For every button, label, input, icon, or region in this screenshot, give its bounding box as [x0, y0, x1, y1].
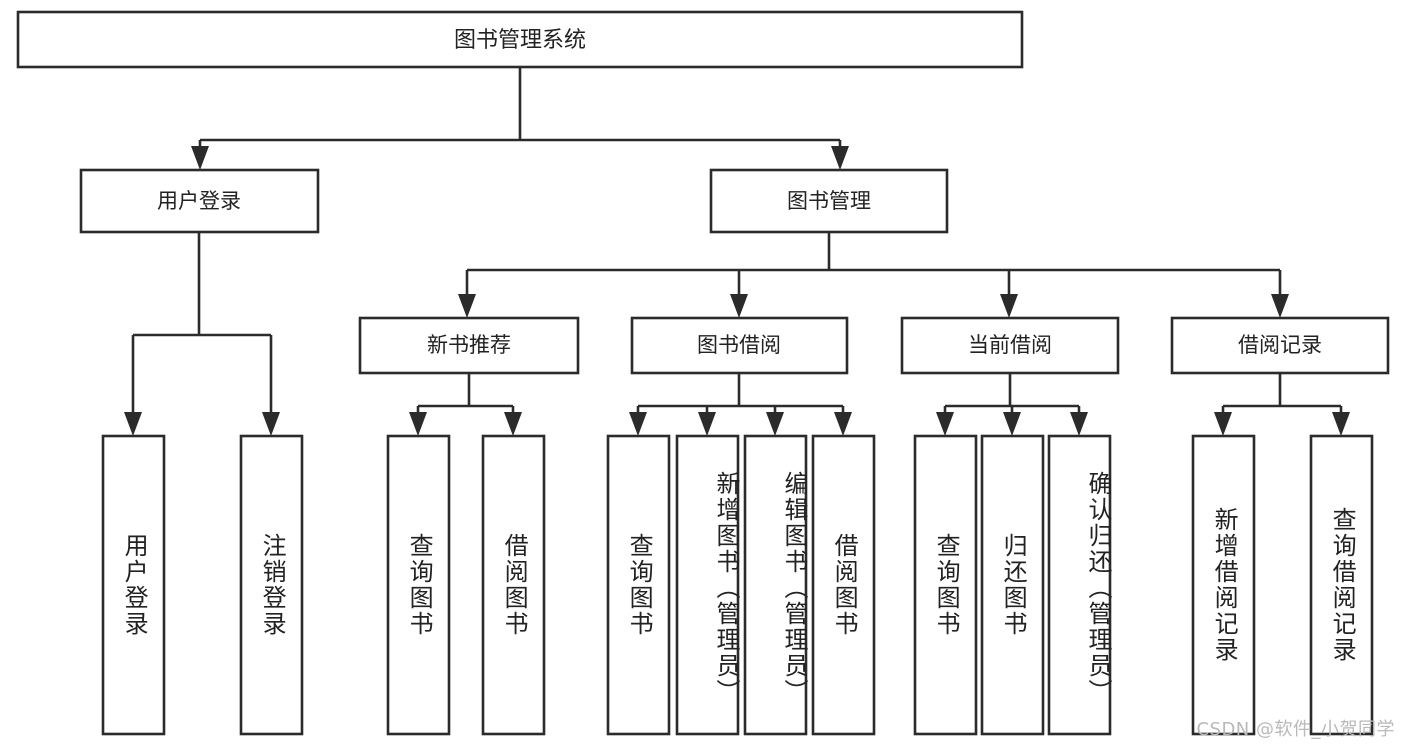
arrow-head-icon: [504, 412, 522, 436]
arrow-head-icon: [1003, 412, 1021, 436]
arrow-head-icon: [262, 412, 280, 436]
leaf-box-query-book-1[interactable]: [386, 434, 451, 736]
arrow-head-icon: [629, 412, 647, 436]
connector-user-login-to-leaves: [124, 232, 280, 436]
leaf-box-add-book-admin[interactable]: [675, 434, 740, 736]
node-root-label: 图书管理系统: [454, 28, 586, 53]
connector-book-borrow-to-leaves: [629, 373, 852, 436]
node-root[interactable]: 图书管理系统: [16, 10, 1024, 69]
node-current-borrow-label: 当前借阅: [968, 333, 1052, 357]
connector-current-borrow-to-leaves: [936, 373, 1088, 436]
leaf-box-borrow-book-1[interactable]: [481, 434, 546, 736]
leaf-box-user-login[interactable]: [101, 434, 166, 736]
arrow-head-icon: [1214, 412, 1232, 436]
node-book-borrow-label: 图书借阅: [697, 333, 781, 357]
connector-root-to-level2: [191, 67, 849, 170]
arrow-head-icon: [730, 294, 748, 318]
leaf-box-edit-book-admin[interactable]: [743, 434, 808, 736]
leaf-box-confirm-return-admin[interactable]: [1047, 434, 1112, 736]
arrow-head-icon: [458, 294, 476, 318]
arrow-head-icon: [1332, 412, 1350, 436]
node-borrow-record-label: 借阅记录: [1238, 333, 1322, 357]
node-book-management[interactable]: 图书管理: [709, 168, 949, 234]
arrow-head-icon: [191, 146, 209, 170]
leaf-box-borrow-book-2[interactable]: [811, 434, 876, 736]
leaf-box-logout[interactable]: [239, 434, 304, 736]
arrow-head-icon: [1070, 412, 1088, 436]
leaf-box-query-borrow-record[interactable]: [1309, 434, 1374, 736]
node-user-login-label: 用户登录: [157, 189, 241, 213]
node-new-book-recommend-label: 新书推荐: [427, 333, 511, 357]
leaf-box-query-book-3[interactable]: [913, 434, 978, 736]
arrow-head-icon: [766, 412, 784, 436]
connector-borrow-record-to-leaves: [1214, 373, 1350, 436]
leaf-box-add-borrow-record[interactable]: [1191, 434, 1256, 736]
node-user-login[interactable]: 用户登录: [79, 168, 320, 234]
csdn-watermark: CSDN @软件_小贺同学: [1196, 719, 1395, 740]
node-new-book-recommend-box[interactable]: [358, 316, 580, 375]
arrow-head-icon: [698, 412, 716, 436]
node-current-borrow-box[interactable]: [900, 316, 1120, 375]
arrow-head-icon: [834, 412, 852, 436]
arrow-head-icon: [936, 412, 954, 436]
node-current-borrow[interactable]: 当前借阅: [900, 316, 1120, 375]
arrow-head-icon: [831, 146, 849, 170]
node-book-borrow[interactable]: 图书借阅: [630, 316, 849, 375]
arrow-head-icon: [409, 412, 427, 436]
leaf-box-return-book[interactable]: [980, 434, 1045, 736]
node-root-box[interactable]: [16, 10, 1024, 69]
node-borrow-record[interactable]: 借阅记录: [1170, 316, 1390, 375]
arrow-head-icon: [124, 412, 142, 436]
leaf-box-query-book-2[interactable]: [606, 434, 671, 736]
connector-new-book-recommend-to-leaves: [409, 373, 522, 436]
arrow-head-icon: [1000, 294, 1018, 318]
node-new-book-recommend[interactable]: 新书推荐: [358, 316, 580, 375]
node-user-login-box[interactable]: [79, 168, 320, 234]
connector-book-management-to-level3: [458, 232, 1289, 318]
node-book-management-label: 图书管理: [787, 189, 871, 213]
arrow-head-icon: [1271, 294, 1289, 318]
